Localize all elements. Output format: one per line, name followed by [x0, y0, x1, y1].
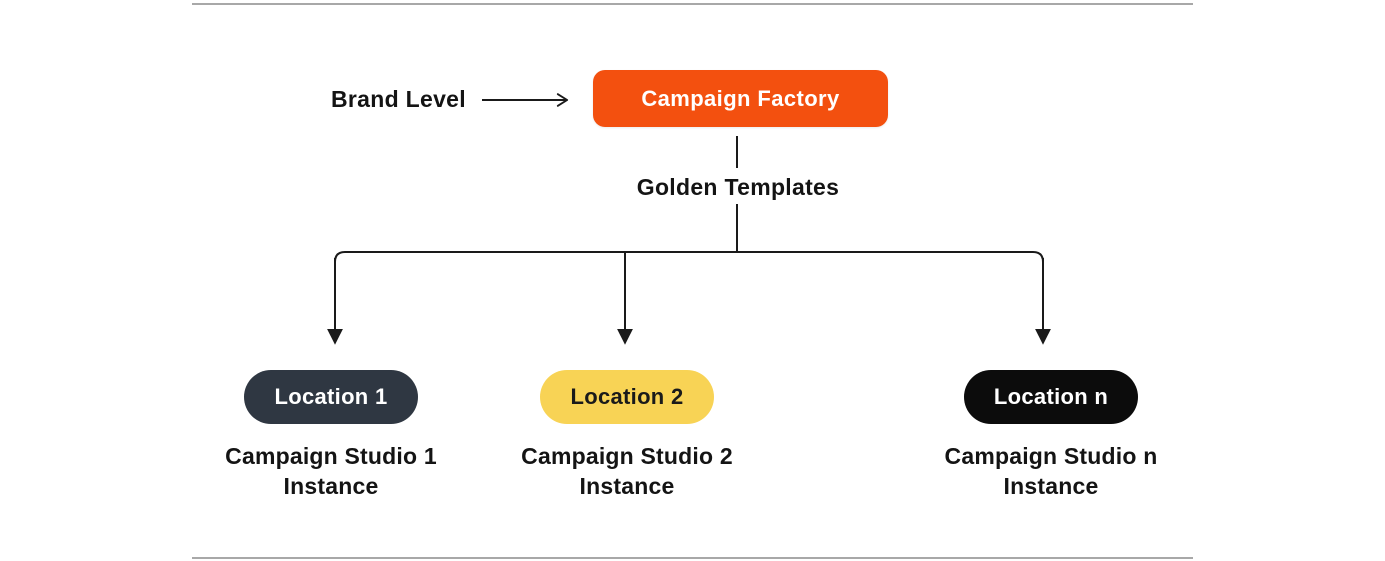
location-1-studio-label: Campaign Studio 1 Instance	[225, 441, 437, 501]
studio-label-line2: Instance	[1003, 473, 1099, 499]
studio-label-line1: Campaign Studio 1	[225, 443, 437, 469]
golden-templates-label: Golden Templates	[636, 174, 840, 200]
location-2-studio-label: Campaign Studio 2 Instance	[521, 441, 733, 501]
location-n-pill: Location n	[963, 370, 1139, 424]
branch-bar	[334, 251, 1044, 263]
location-1-pill: Location 1	[244, 370, 418, 424]
location-1-node: Location 1 Campaign Studio 1 Instance	[171, 370, 491, 501]
studio-label-line2: Instance	[579, 473, 675, 499]
bottom-border-line	[192, 557, 1193, 559]
studio-label-line2: Instance	[283, 473, 379, 499]
location-n-studio-label: Campaign Studio n Instance	[945, 441, 1158, 501]
top-border-line	[192, 3, 1193, 5]
brand-level-label: Brand Level	[331, 86, 466, 112]
campaign-factory-node: Campaign Factory	[593, 70, 888, 127]
location-n-node: Location n Campaign Studio n Instance	[891, 370, 1211, 501]
studio-label-line1: Campaign Studio 2	[521, 443, 733, 469]
location-2-pill: Location 2	[540, 370, 714, 424]
location-2-node: Location 2 Campaign Studio 2 Instance	[467, 370, 787, 501]
studio-label-line1: Campaign Studio n	[944, 443, 1158, 469]
